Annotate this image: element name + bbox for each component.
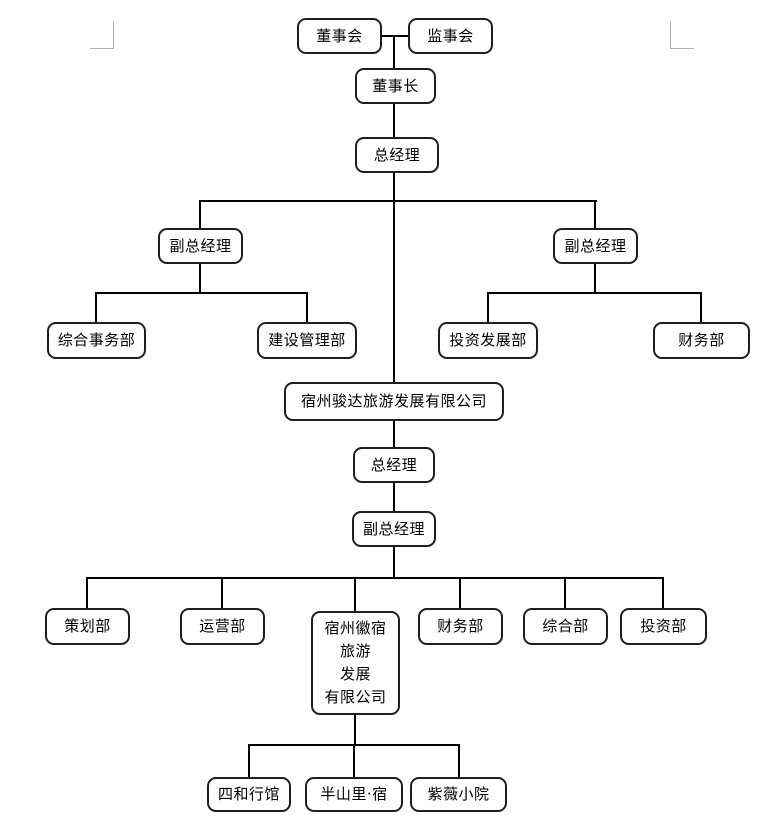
connector-investment-dept-stub bbox=[662, 579, 664, 608]
node-supervisory-board[interactable]: 监事会 bbox=[408, 18, 493, 54]
connector-gm-central bbox=[393, 173, 395, 382]
node-planning-dept-label: 策划部 bbox=[64, 617, 111, 635]
node-banshanli-guesthouse-label: 半山里·宿 bbox=[320, 785, 388, 803]
node-general-dept-label: 综合部 bbox=[542, 617, 589, 635]
node-junda-company-label: 宿州骏达旅游发展有限公司 bbox=[300, 392, 487, 410]
connector-planning-stub bbox=[86, 579, 88, 608]
connector-deputy-right-stub bbox=[594, 202, 596, 228]
node-chairman-label: 董事长 bbox=[372, 76, 419, 95]
connector-deputy-left-children bbox=[95, 292, 308, 294]
connector-general-dept-stub bbox=[564, 579, 566, 608]
node-finance-dept-bottom-label: 财务部 bbox=[437, 617, 484, 635]
connector-gm-deputy bbox=[393, 483, 395, 511]
connector-finance-top-stub bbox=[700, 294, 702, 322]
node-board[interactable]: 董事会 bbox=[297, 18, 382, 54]
node-board-label: 董事会 bbox=[316, 26, 363, 45]
node-junda-general-manager[interactable]: 总经理 bbox=[353, 447, 435, 483]
connector-huisu-down bbox=[354, 715, 356, 745]
node-operations-dept[interactable]: 运营部 bbox=[180, 608, 265, 645]
connector-construction-stub bbox=[306, 294, 308, 322]
node-investment-dev-dept-label: 投资发展部 bbox=[449, 331, 527, 349]
node-general-affairs-dept-label: 综合事务部 bbox=[57, 331, 136, 349]
connector-junda-gm bbox=[393, 421, 395, 447]
connector-boards-chairman bbox=[393, 36, 395, 68]
node-general-affairs-dept[interactable]: 综合事务部 bbox=[47, 322, 146, 359]
page-margin-mark-top-right bbox=[670, 22, 694, 49]
node-huisu-company[interactable]: 宿州徽宿 旅游 发展 有限公司 bbox=[311, 611, 400, 715]
connector-board-supervisory bbox=[382, 35, 408, 37]
node-deputy-gm-left-label: 副总经理 bbox=[169, 236, 232, 255]
connector-finance-bottom-stub bbox=[459, 579, 461, 608]
node-deputy-gm-left[interactable]: 副总经理 bbox=[158, 228, 243, 264]
connector-huisu-stub bbox=[354, 579, 356, 611]
node-ziwei-guesthouse-label: 紫薇小院 bbox=[427, 785, 490, 803]
connector-general-affairs-stub bbox=[95, 294, 97, 322]
node-operations-dept-label: 运营部 bbox=[199, 617, 246, 635]
node-supervisory-board-label: 监事会 bbox=[427, 26, 474, 45]
node-deputy-gm-right[interactable]: 副总经理 bbox=[553, 228, 638, 264]
node-deputy-gm-right-label: 副总经理 bbox=[564, 236, 627, 255]
node-junda-company[interactable]: 宿州骏达旅游发展有限公司 bbox=[284, 382, 504, 421]
connector-deputy-left-stub bbox=[199, 202, 201, 228]
connector-sihe-stub bbox=[248, 746, 250, 777]
node-construction-mgmt-dept[interactable]: 建设管理部 bbox=[257, 322, 357, 359]
node-huisu-company-label: 宿州徽宿 旅游 发展 有限公司 bbox=[324, 619, 387, 706]
connector-gm-deputies bbox=[199, 200, 597, 202]
connector-investment-dev-stub bbox=[487, 294, 489, 322]
node-ziwei-guesthouse[interactable]: 紫薇小院 bbox=[410, 777, 507, 812]
connector-huisu-children bbox=[248, 744, 460, 746]
connector-deputy-left-down bbox=[199, 264, 201, 292]
connector-ziwei-stub bbox=[458, 746, 460, 777]
node-construction-mgmt-dept-label: 建设管理部 bbox=[268, 331, 346, 349]
node-banshanli-guesthouse[interactable]: 半山里·宿 bbox=[305, 777, 403, 812]
connector-deputy-down bbox=[393, 547, 395, 578]
node-general-dept[interactable]: 综合部 bbox=[523, 608, 608, 645]
connector-operations-stub bbox=[221, 579, 223, 608]
connector-deputy-right-down bbox=[594, 264, 596, 292]
page-margin-mark-top-left bbox=[90, 22, 114, 49]
node-group-general-manager-label: 总经理 bbox=[373, 145, 421, 164]
node-planning-dept[interactable]: 策划部 bbox=[45, 608, 130, 645]
node-junda-deputy-gm-label: 副总经理 bbox=[362, 519, 425, 538]
node-investment-dev-dept[interactable]: 投资发展部 bbox=[438, 322, 538, 359]
node-investment-dept-label: 投资部 bbox=[640, 617, 687, 635]
node-investment-dept[interactable]: 投资部 bbox=[620, 608, 707, 645]
node-finance-dept-top-label: 财务部 bbox=[678, 331, 725, 349]
node-finance-dept-bottom[interactable]: 财务部 bbox=[418, 608, 503, 645]
node-finance-dept-top[interactable]: 财务部 bbox=[653, 322, 750, 359]
connector-chairman-gm bbox=[393, 104, 395, 137]
connector-deputy-children bbox=[86, 577, 664, 579]
node-group-general-manager[interactable]: 总经理 bbox=[355, 137, 439, 173]
node-sihe-guesthouse[interactable]: 四和行馆 bbox=[207, 777, 291, 812]
connector-banshanli-stub bbox=[353, 746, 355, 777]
connector-deputy-right-children bbox=[487, 292, 702, 294]
node-sihe-guesthouse-label: 四和行馆 bbox=[217, 785, 280, 803]
node-chairman[interactable]: 董事长 bbox=[355, 68, 436, 104]
node-junda-general-manager-label: 总经理 bbox=[370, 455, 418, 474]
node-junda-deputy-gm[interactable]: 副总经理 bbox=[352, 511, 436, 547]
